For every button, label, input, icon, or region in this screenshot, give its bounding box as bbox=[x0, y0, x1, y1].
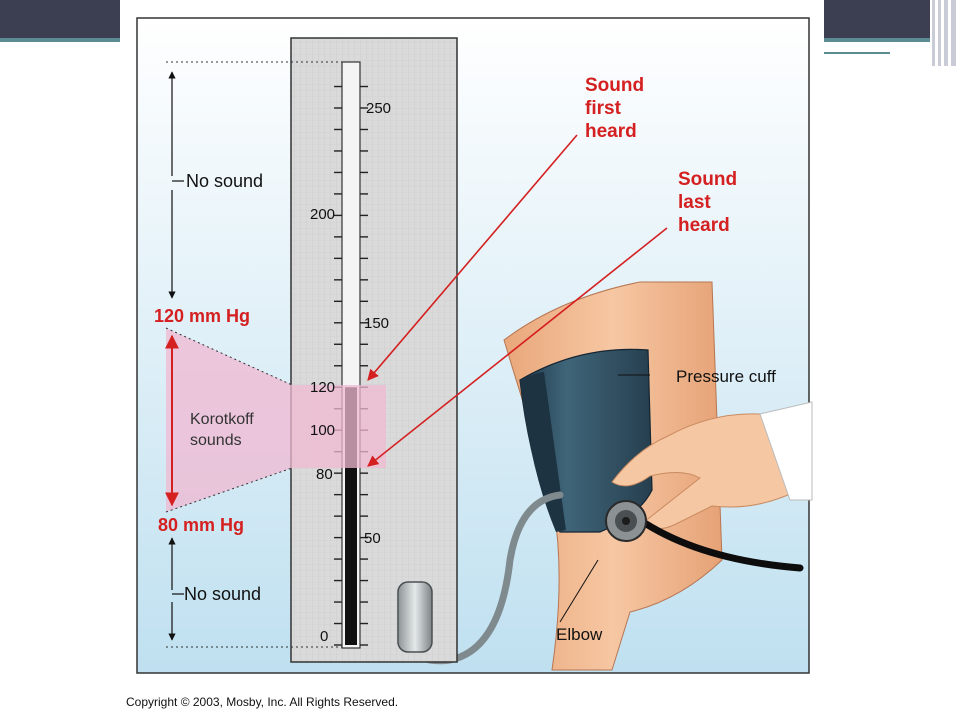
header-strip-left bbox=[0, 38, 120, 42]
korotkoff-band bbox=[166, 328, 386, 512]
first-heard-arrow bbox=[367, 134, 578, 381]
header-corner-bars bbox=[932, 0, 960, 66]
hand bbox=[611, 413, 813, 529]
last-heard-arrow bbox=[367, 227, 668, 467]
pressure-bulb bbox=[397, 581, 433, 653]
scale-200: 200 bbox=[310, 206, 335, 223]
scale-80: 80 bbox=[316, 466, 333, 483]
scale-0: 0 bbox=[320, 628, 328, 645]
pressure-cuff-label: Pressure cuff bbox=[676, 367, 776, 386]
no-sound-top-label: No sound bbox=[186, 171, 263, 191]
pressure-80-label: 80 mm Hg bbox=[158, 515, 244, 535]
copyright-text: Copyright © 2003, Mosby, Inc. All Rights… bbox=[126, 695, 399, 709]
sound-first-label-line1: Sound bbox=[585, 75, 644, 96]
header-strip-right bbox=[824, 38, 930, 42]
sound-last-label-line2: last bbox=[678, 192, 711, 213]
header-strip-right-thin bbox=[824, 52, 890, 54]
sleeve bbox=[759, 401, 813, 501]
scale-50: 50 bbox=[364, 530, 381, 547]
stethoscope-tube bbox=[636, 516, 804, 572]
no-sound-bottom-label: No sound bbox=[184, 584, 261, 604]
manometer-housing bbox=[290, 37, 458, 663]
scale-150: 150 bbox=[364, 315, 389, 332]
korotkoff-label-line2: sounds bbox=[190, 432, 242, 449]
cuff-edge bbox=[520, 372, 566, 532]
sound-last-label-line3: heard bbox=[678, 215, 730, 236]
scale-120: 120 bbox=[310, 379, 335, 396]
korotkoff-label-line1: Korotkoff bbox=[190, 411, 254, 428]
sound-first-label-line3: heard bbox=[585, 121, 637, 142]
sound-first-label-line2: first bbox=[585, 98, 622, 119]
pressure-120-label: 120 mm Hg bbox=[154, 306, 250, 326]
header-band-right bbox=[824, 0, 930, 42]
elbow-label: Elbow bbox=[556, 625, 603, 644]
sound-last-label-line1: Sound bbox=[678, 169, 737, 190]
scale-100: 100 bbox=[310, 422, 335, 439]
header-band-left bbox=[0, 0, 120, 42]
scale-250: 250 bbox=[366, 100, 391, 117]
